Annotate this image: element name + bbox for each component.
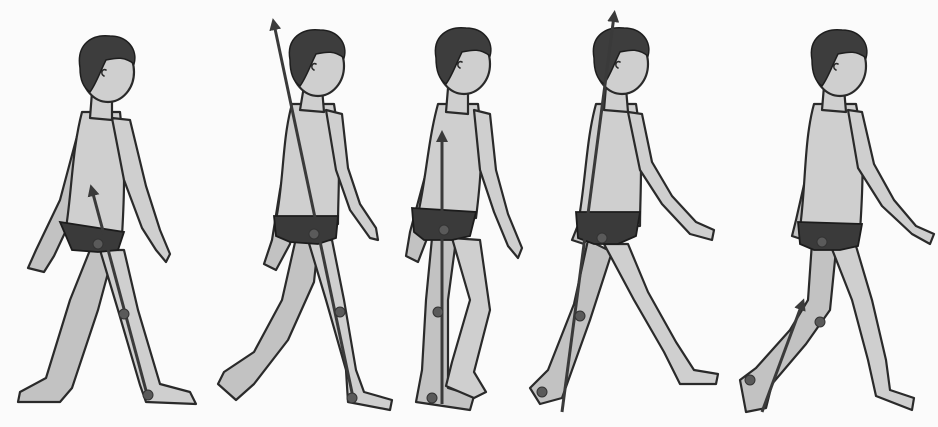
walking-figure-1 (18, 36, 196, 404)
walking-figure-4 (530, 16, 718, 412)
walking-figure-2 (218, 24, 392, 410)
walking-figure-3 (406, 28, 522, 410)
walking-figure-5 (740, 30, 934, 412)
